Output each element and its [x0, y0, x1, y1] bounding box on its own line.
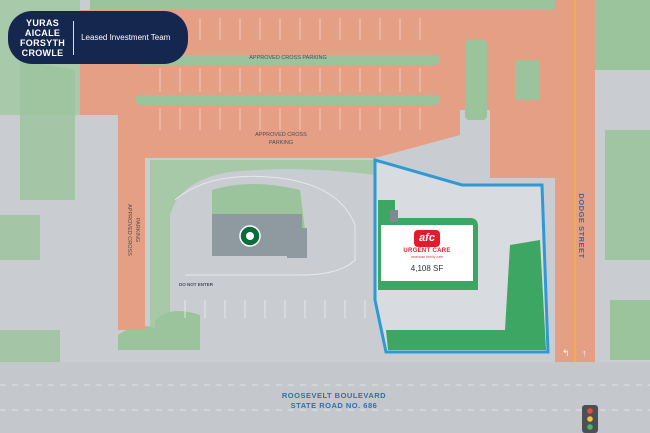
tenant-name: URGENT CARE [403, 248, 451, 254]
roosevelt-boulevard-road [0, 362, 650, 433]
road-label-state-road: STATE ROAD NO. 686 [291, 401, 378, 410]
brand-logo: YURAS AICALE FORSYTH CROWLE Leased Inves… [8, 11, 188, 64]
building-area: 4,108 SF [410, 264, 444, 273]
parking-island [465, 40, 487, 120]
dumpster [390, 210, 398, 222]
parking-stalls-lower [184, 300, 366, 318]
do-not-enter-label: DO NOT ENTER [179, 282, 214, 287]
traffic-light-red [587, 408, 593, 414]
green-area [90, 0, 560, 10]
green-area [150, 160, 375, 330]
lane-arrow-icon: ↑ [582, 348, 587, 358]
traffic-light-yellow [587, 416, 593, 422]
lane-arrow-icon: ↰ [562, 348, 570, 358]
cross-parking-label-left-1: APPROVED CROSS [126, 204, 132, 256]
green-area [605, 130, 650, 260]
starbucks-logo-icon-center [246, 232, 254, 240]
brand-logo-wordmark: YURAS AICALE FORSYTH CROWLE [20, 18, 65, 58]
brand-name-line: FORSYTH [20, 37, 66, 48]
brand-team-label: Leased Investment Team [81, 33, 171, 42]
brand-name-line: CROWLE [21, 47, 64, 58]
drive-thru-canopy [287, 228, 307, 258]
road-label-roosevelt: ROOSEVELT BOULEVARD [282, 391, 386, 400]
green-area [118, 326, 160, 350]
green-area [595, 0, 650, 70]
green-area [0, 215, 40, 260]
traffic-light-green [587, 424, 593, 430]
cross-parking-label-top: APPROVED CROSS PARKING [249, 55, 327, 61]
logo-divider [73, 20, 75, 55]
brand-name-line: YURAS [26, 17, 60, 28]
green-area [20, 60, 75, 200]
cross-parking-label-left: APPROVED CROSS PARKING [126, 204, 140, 256]
afc-logo-icon: afc [414, 230, 440, 247]
parking-island [515, 60, 540, 100]
drive-thru-lane [174, 175, 356, 276]
cross-parking-label-mid-1: APPROVED CROSS [255, 132, 307, 138]
tenant-card-urgent-care: afc URGENT CARE american family care 4,1… [381, 225, 473, 281]
cross-parking-label-left-2: PARKING [134, 218, 140, 242]
green-area [610, 300, 650, 360]
tenant-tagline: american family care [410, 255, 444, 259]
parking-island [135, 95, 440, 105]
street-label-dodge-group: DODGE STREET [577, 193, 586, 258]
site-landscaping [386, 240, 546, 350]
brand-name-line: AICALE [24, 27, 61, 38]
street-label-dodge: DODGE STREET [577, 193, 586, 258]
cross-parking-label-mid-2: PARKING [269, 140, 293, 146]
green-area [155, 311, 200, 350]
parking-island [135, 55, 440, 65]
